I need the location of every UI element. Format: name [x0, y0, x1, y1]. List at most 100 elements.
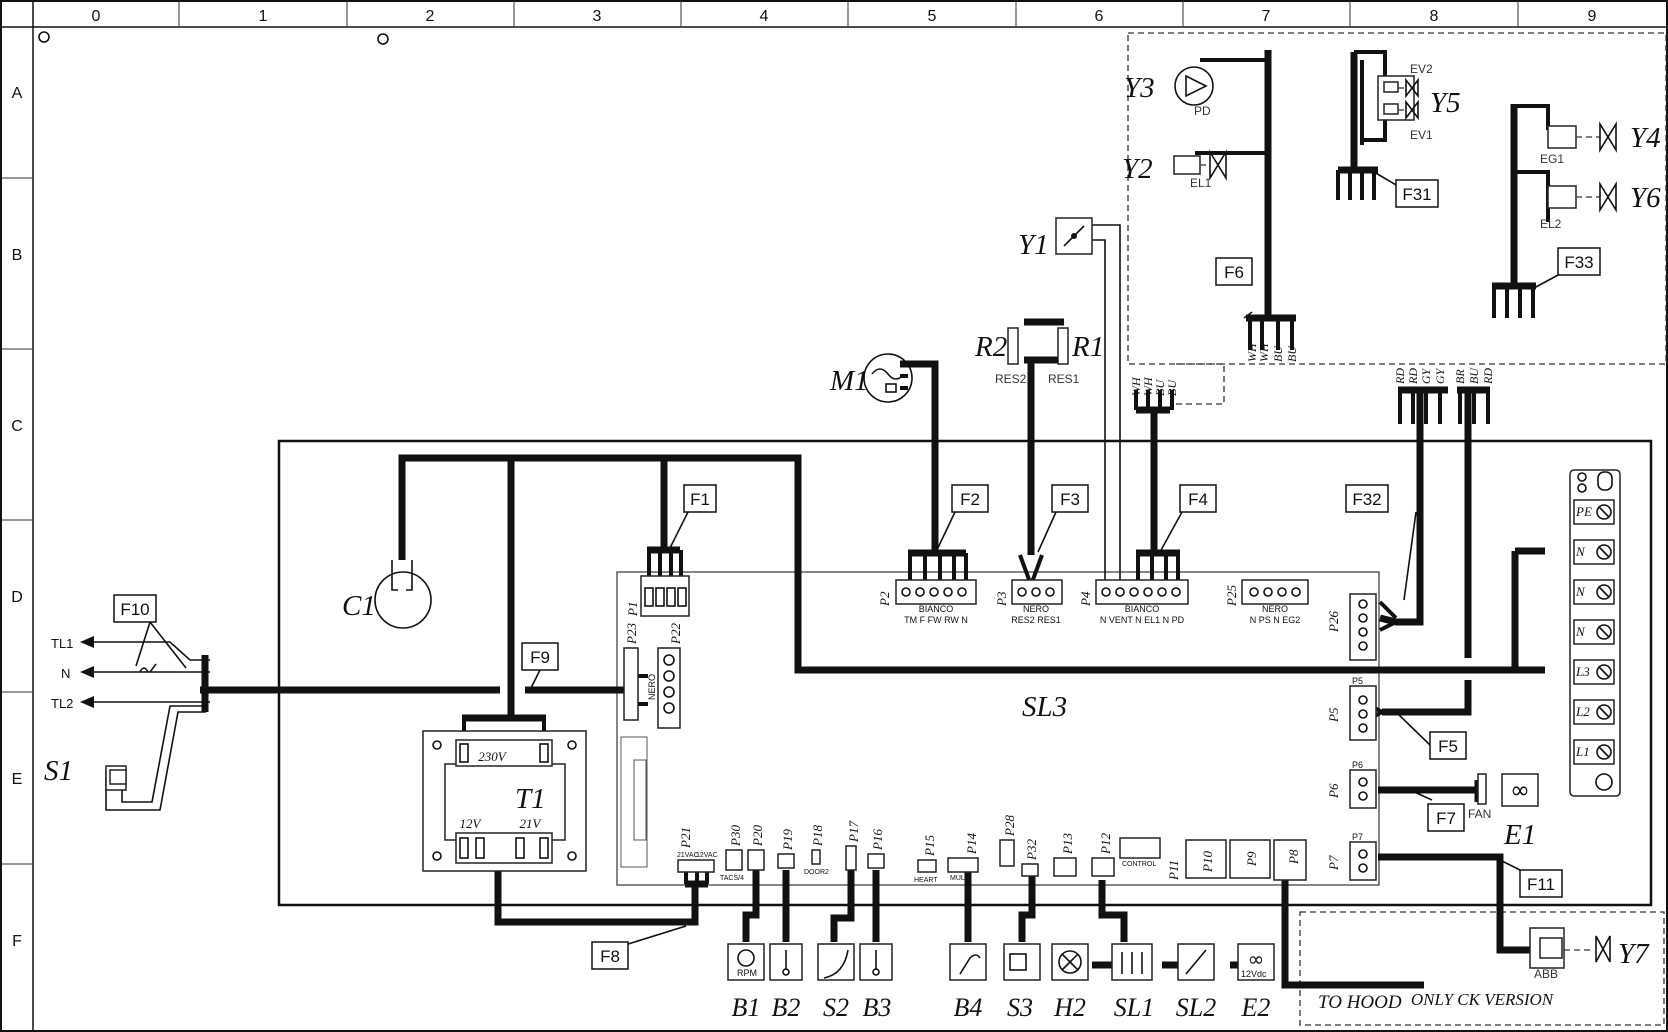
connector-p25: P25 NERO N PS N EG2 — [1224, 579, 1309, 625]
label-control: CONTROL — [1122, 861, 1156, 868]
terminal-label: L2 — [1575, 704, 1590, 719]
wire-color: WH — [1245, 342, 1259, 362]
wire-color: BU — [1285, 345, 1299, 362]
label-p4-pins: N VENT N EL1 N PD — [1100, 615, 1185, 625]
label-p22: P22 — [668, 623, 683, 645]
terminal-label: N — [1575, 544, 1586, 559]
wire-color: BU — [1165, 379, 1179, 396]
label-p23: P23 — [624, 623, 639, 645]
label-tacs: TACS/4 — [720, 875, 744, 882]
valve-y5: EV2 EV1 Y5 — [1377, 62, 1461, 142]
grid-col: 0 — [92, 8, 101, 25]
ref-s3: S3 — [1007, 993, 1033, 1022]
valve-y4: EG1 Y4 — [1540, 121, 1661, 166]
label-p3: P3 — [994, 591, 1009, 607]
connectors-bottom-row: 21VAC 12VAC P21 P30 TACS/4 P20 P19 P18 D… — [677, 815, 1307, 884]
label-p30: P30 — [728, 825, 743, 847]
infinity-icon: ∞ — [1510, 776, 1530, 804]
arrow-icon — [80, 696, 94, 708]
option-area-link — [1176, 363, 1225, 405]
arrow-icon — [80, 636, 94, 648]
pressure-switch-icon — [1009, 953, 1027, 971]
ref-sl2: SL2 — [1176, 993, 1216, 1022]
connector-p26: P26 — [1326, 593, 1377, 661]
t1-secondary-12v: 12V — [460, 816, 483, 831]
tag-res1: RES1 — [1048, 372, 1080, 386]
label-bianco-p2: BIANCO — [919, 604, 954, 614]
wire-colors-f6: WH WH BU BU — [1245, 342, 1299, 362]
input-tl2: TL2 — [51, 696, 73, 711]
label-f6: F6 — [1224, 263, 1244, 282]
label-p28: P28 — [1002, 815, 1017, 837]
label-p3-pins: RES2 RES1 — [1011, 615, 1061, 625]
terminal-label: PE — [1575, 504, 1592, 519]
label-f1: F1 — [690, 490, 710, 509]
tag-el2: EL2 — [1540, 217, 1562, 231]
tag-pd: PD — [1194, 104, 1211, 118]
label-f11: F11 — [1527, 875, 1555, 894]
wire-color: RD — [1481, 368, 1495, 385]
tag-ev2: EV2 — [1410, 62, 1433, 76]
transformer-t1: 230V 12V 21V T1 — [422, 730, 587, 872]
ref-m1: M1 — [829, 365, 869, 397]
label-p6-top: P6 — [1352, 760, 1363, 770]
label-f33: F33 — [1564, 253, 1593, 272]
tag-el1: EL1 — [1190, 176, 1212, 190]
label-p10: P10 — [1200, 851, 1215, 873]
note-ck-version: ONLY CK VERSION — [1411, 990, 1555, 1009]
label-p8: P8 — [1286, 849, 1301, 865]
ref-sl1: SL1 — [1114, 993, 1154, 1022]
grid-row: A — [12, 85, 23, 102]
label-multi: MULTI — [950, 875, 971, 882]
terminal-label: N — [1575, 584, 1586, 599]
tag-rpm: RPM — [737, 968, 757, 978]
ref-y2: Y2 — [1122, 153, 1153, 185]
ref-t1: T1 — [515, 783, 546, 815]
terminal: L3 — [1573, 659, 1615, 685]
label-nero-p22: NERO — [647, 674, 657, 700]
grid-col: 7 — [1262, 8, 1271, 25]
connector-p23-p22: P23 P22 NERO — [623, 623, 683, 729]
terminal-label: L1 — [1575, 744, 1590, 759]
label-p21-b: 12VAC — [696, 852, 718, 859]
ref-y5: Y5 — [1430, 87, 1461, 119]
harness-labels: F1 F2 F3 F4 F5 F6 F7 F8 F9 F10 F11 F31 — [113, 171, 1601, 970]
wire-color: GY — [1419, 367, 1433, 384]
label-p17: P17 — [846, 821, 861, 843]
label-p21: P21 — [678, 827, 693, 849]
ref-h2: H2 — [1053, 993, 1086, 1022]
tag-12vdc: 12Vdc — [1241, 969, 1267, 979]
tag-eg1: EG1 — [1540, 152, 1564, 166]
label-p1: P1 — [625, 602, 640, 617]
connector-p4: P4 BIANCO N VENT N EL1 N PD — [1078, 579, 1189, 625]
main-wiring — [200, 50, 1550, 989]
label-p4: P4 — [1078, 591, 1093, 607]
ref-y3: Y3 — [1124, 72, 1155, 104]
ref-e2: E2 — [1241, 993, 1271, 1022]
valve-y7: ABB Y7 ONLY CK VERSION — [1411, 927, 1650, 1009]
terminal: N — [1573, 539, 1615, 565]
label-p13: P13 — [1060, 833, 1075, 855]
probe-icon — [959, 954, 981, 975]
valve-y2: EL1 Y2 — [1122, 149, 1227, 190]
connector-p6: P6 P6 — [1326, 760, 1377, 809]
arrow-icon — [80, 666, 94, 678]
label-p12: P12 — [1098, 833, 1113, 855]
terminal-strip: PE N N N L3 L2 L1 — [1569, 469, 1621, 797]
label-p21-a: 21VAC — [677, 852, 699, 859]
grid-col: 2 — [426, 8, 435, 25]
ck-version-area — [1299, 911, 1665, 1026]
wire-color: BU — [1271, 345, 1285, 362]
grid-column-labels: 0 1 2 3 4 5 6 7 8 9 — [92, 8, 1597, 25]
label-p25-pins: N PS N EG2 — [1250, 615, 1301, 625]
connector-p5: P5 P5 — [1326, 676, 1377, 741]
door-switch-icon — [823, 949, 849, 979]
input-n: N — [61, 666, 70, 681]
label-f7: F7 — [1436, 809, 1456, 828]
ref-c1: C1 — [342, 590, 376, 622]
ref-b2: B2 — [772, 993, 801, 1022]
label-f10: F10 — [120, 600, 149, 619]
input-tl1: TL1 — [51, 636, 73, 651]
label-p9: P9 — [1244, 851, 1259, 867]
note-to-hood: TO HOOD — [1318, 992, 1402, 1013]
